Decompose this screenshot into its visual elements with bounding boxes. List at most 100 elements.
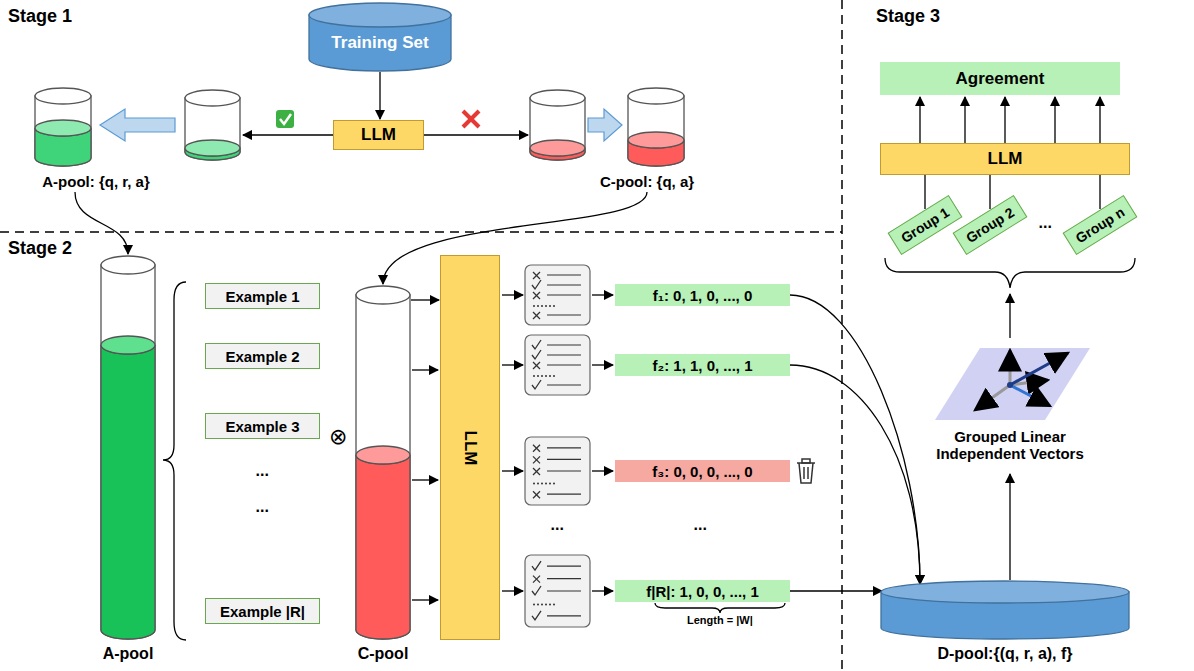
node-text: f₃: 0, 0, 0, ..., 0 [652,463,752,480]
checklist-icon [547,566,581,567]
checklist-icon [533,456,540,463]
flow-arrow [502,470,523,471]
checklist-icon [547,384,581,385]
checklist-icon [533,362,540,369]
checklist-icon [537,483,539,485]
stage-divider [0,231,842,233]
check-icon [276,110,294,128]
checklist-icon [547,494,581,495]
checklist-icon [547,344,581,345]
annotation: ... [256,462,269,480]
brace [163,258,1135,640]
flow-arrow [1099,97,1100,143]
model-box: LLM [440,255,500,640]
flow-arrow [412,599,438,600]
checklist-icon [532,611,541,620]
example-box: Example 3 [205,413,320,439]
connector [1099,175,1100,209]
flow-arrow [1009,294,1010,338]
checklist-icon [537,603,539,605]
pool-label: C-pool: {q, a} [598,170,696,192]
annotation: ... [551,516,564,534]
checklist-icon [525,437,590,505]
output-box: Agreement [880,62,1120,95]
flow-arrow [1054,97,1055,143]
node-text: Group 1 [898,204,952,246]
cylinder-icon [628,88,684,104]
checklist-icon [549,305,551,307]
flow-arrow [592,294,613,295]
checklist-icon [532,340,541,349]
checklist-icon [545,305,547,307]
checklist-icon [547,470,581,471]
checklist-icon [549,483,551,485]
annotation: ... [1039,214,1052,232]
checklist-icon [533,456,540,463]
flow-arrow [502,590,523,591]
checklist-icon [547,274,581,275]
node-text: Example 2 [225,348,299,365]
checklist-icon [541,375,543,377]
example-box: Example 1 [205,283,320,309]
checklist-icon [547,364,581,365]
vector-plane [1009,350,1012,385]
cross-icon [463,111,479,127]
flow-arrow [592,590,613,591]
connector [379,72,380,119]
pool-label: A-pool: {q, r, a} [40,170,152,192]
checklist-icon [545,603,547,605]
checklist-icon [533,312,540,319]
node-text: Example 1 [225,288,299,305]
stage-heading: Stage 1 [8,6,72,27]
node-text: D-pool:{(q, r, a), f} [937,645,1072,663]
flow-arrow [243,134,333,135]
trash-icon [803,467,805,479]
cylinder-icon [530,140,585,156]
node-text: f|R|: 1, 0, 0, ..., 1 [646,583,759,600]
trash-icon [802,459,810,463]
node-text: LLM [988,149,1023,169]
annotation: ... [694,516,707,534]
checklist-icon [545,375,547,377]
cylinder-icon [185,140,240,156]
node-text: f₂: 1, 1, 0, ..., 1 [652,357,752,374]
cylinder-shape [100,255,156,640]
connector [75,192,128,254]
checklist-icon [533,292,540,299]
vector-plane [975,385,1010,410]
node-text: Example 3 [225,418,299,435]
connector [924,175,925,209]
checklist-icon [533,272,540,279]
checklist-icon [533,576,540,583]
node-text: Agreement [956,69,1045,89]
checklist-icon [533,305,535,307]
stage-heading: Stage 2 [8,238,72,259]
operator-symbol: ⊗ [329,424,347,450]
trash-icon [799,463,813,483]
connector [790,295,920,584]
feature-vector: f|R|: 1, 0, 0, ..., 1 [615,580,790,602]
cross-icon [463,111,479,127]
dataset-cylinder: Training Set [308,2,452,72]
flow-arrow [1009,474,1010,580]
checklist-icon [549,603,551,605]
checklist-icon [533,445,540,452]
feature-vector: f₃: 0, 0, 0, ..., 0 [615,460,790,482]
checklist-icon [533,312,540,319]
checklist-icon [547,578,581,579]
checklist-icon [532,586,541,595]
node-text: A-pool [103,645,154,663]
checklist-icon [532,350,541,359]
checklist-icon [547,615,581,616]
checklist-icon [547,284,581,285]
checklist-icon [541,305,543,307]
checklist-icon [537,375,539,377]
checklist-icon [533,468,540,475]
stage-divider [0,0,842,671]
checklist-icon [545,483,547,485]
vector-plane [935,348,1090,420]
checklist-icon [532,561,541,570]
vector-plane [975,350,1068,410]
pool-cylinder: A-pool [100,255,156,640]
checklist-icon [532,280,541,289]
